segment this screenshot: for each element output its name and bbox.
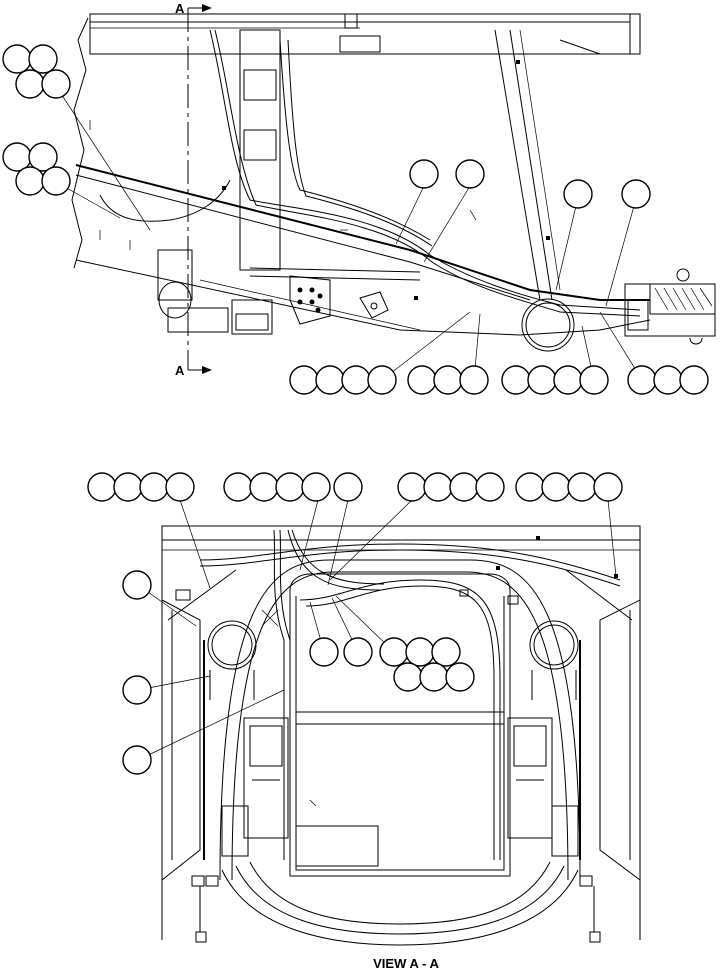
upper-callout-group-1: [3, 45, 70, 98]
lower-callout-center-cluster: [310, 638, 474, 691]
section-marker-bottom: A: [175, 363, 185, 378]
upper-callout-row: [290, 366, 708, 394]
upper-callout-group-2: [3, 143, 70, 195]
upper-leaders: [56, 86, 642, 380]
lower-leaders: [138, 500, 616, 760]
lower-callout-left-column: [123, 571, 151, 774]
lower-callout-top-row: [88, 473, 622, 501]
side-view: [72, 4, 715, 374]
view-caption: VIEW A - A: [373, 956, 439, 971]
upper-callout-singles: [410, 160, 650, 208]
section-marker-top: A: [175, 1, 185, 16]
section-view: [162, 526, 640, 945]
